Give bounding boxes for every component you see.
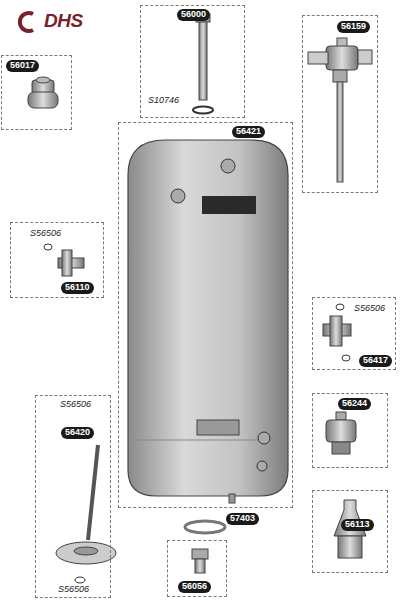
pressure-valve [326,412,356,454]
seal-code: S10746 [147,96,180,106]
part-number: 56421 [232,126,265,138]
seal-code: S56506 [57,585,90,595]
part-box: 56244 [312,393,388,468]
part-number: 56017 [6,60,39,72]
dip-tube [193,14,213,114]
drain-fitting [44,244,84,276]
water-tank [128,140,288,503]
part-number: 56056 [178,581,211,593]
seal-ring [185,521,225,533]
part-number: 56244 [338,398,371,410]
part-number: 56000 [177,9,210,21]
part-box: S5650656420S56506 [35,395,111,598]
seal-code: S56506 [59,400,92,410]
part-box: 56113 [312,490,388,573]
seal-code: S56506 [353,304,386,314]
part-box: S56506 56110 [10,222,104,298]
part-box: S56506 56417 [312,297,396,370]
part-number: 56113 [341,519,374,531]
logo-mark [20,13,33,31]
part-box: 56000S10746 [140,5,245,118]
part-box: 56159 [302,15,378,193]
part-number: 56159 [337,21,370,33]
seal-code: S56506 [29,229,62,239]
air-valve [28,77,58,108]
relief-valve [308,38,372,182]
part-box: 56421 [118,122,293,508]
anode-flange [56,445,116,583]
part-number: 57403 [226,513,259,525]
part-number: 56110 [61,282,94,294]
drain-plug [192,549,208,573]
check-valve [323,304,351,361]
part-number: 56417 [359,355,392,367]
brand-logo: DHS [44,11,83,32]
part-box: 56017 [1,55,72,130]
part-box: 56056 [167,540,227,597]
part-number: 56420 [61,427,94,439]
